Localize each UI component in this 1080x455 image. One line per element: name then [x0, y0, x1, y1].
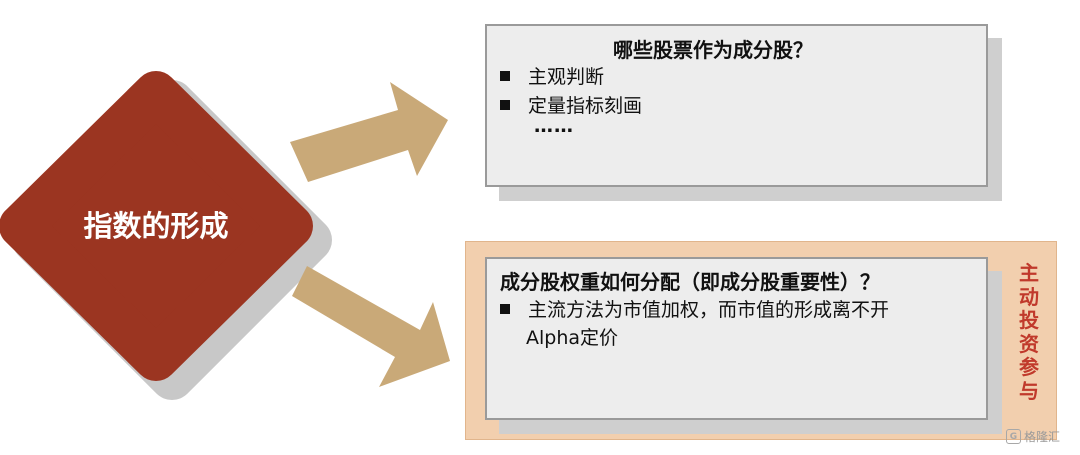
- bullet-item: 主流方法为市值加权，而市值的形成离不开: [500, 295, 889, 322]
- watermark: G 格隆汇: [1006, 428, 1060, 445]
- weight-allocation-title: 成分股权重如何分配（即成分股重要性）？: [500, 270, 880, 294]
- square-bullet-icon: [500, 70, 510, 81]
- bullet-item: 定量指标刻画: [500, 91, 642, 118]
- index-diamond: [0, 71, 313, 381]
- watermark-text: 格隆汇: [1024, 430, 1061, 444]
- active-investment-label: 主动投资参与: [1019, 261, 1039, 403]
- square-bullet-icon: [500, 99, 510, 110]
- weight-allocation-box: [485, 257, 988, 420]
- bullet-text-continuation: Alpha定价: [526, 327, 619, 349]
- gelonghui-logo-icon: G: [1006, 429, 1021, 444]
- upper-arrow: [290, 82, 448, 182]
- constituent-selection-title: 哪些股票作为成分股？: [613, 38, 813, 62]
- lower-arrow: [292, 266, 450, 387]
- square-bullet-icon: [500, 303, 510, 314]
- bullet-text: 主观判断: [528, 66, 605, 88]
- constituent-selection-box: [485, 24, 988, 187]
- center-node-label: 指数的形成: [83, 209, 229, 243]
- bullet-text: 主流方法为市值加权，而市值的形成离不开: [528, 299, 890, 321]
- ellipsis-text: ……: [534, 115, 574, 137]
- bullet-item: 主观判断: [500, 62, 604, 89]
- bullet-text: 定量指标刻画: [528, 95, 643, 117]
